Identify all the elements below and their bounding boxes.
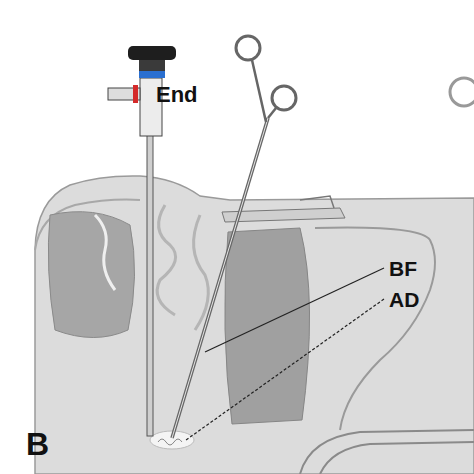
turbinate [194, 215, 209, 330]
head-section [35, 176, 474, 474]
adenoid-tissue [158, 439, 182, 445]
airway-line [320, 442, 474, 474]
panel-letter: B [26, 428, 49, 460]
tongue-region [225, 228, 310, 424]
forceps-ring [272, 86, 296, 110]
airway-line [300, 430, 474, 474]
forceps-shaft [172, 118, 268, 438]
eyepiece [139, 60, 165, 71]
nasal-region [48, 212, 134, 338]
light-port-ring [133, 85, 138, 103]
jaw-outline [315, 228, 435, 431]
turbinate [95, 215, 115, 290]
leader-line [205, 268, 384, 352]
part-label: BF [389, 258, 417, 279]
forceps-ring [450, 78, 474, 106]
forceps-ring [236, 36, 260, 60]
leader-line [186, 299, 384, 440]
part-label: AD [389, 289, 419, 310]
forceps-handle [268, 108, 276, 118]
part-label: End [156, 84, 198, 106]
forceps-shaft [172, 118, 268, 438]
forceps-handle [252, 60, 266, 122]
endoscope-shaft [147, 132, 153, 436]
turbinate [157, 205, 175, 315]
eyepiece-band [139, 71, 165, 78]
mouth-gag [300, 196, 334, 208]
eyepiece [128, 46, 176, 60]
